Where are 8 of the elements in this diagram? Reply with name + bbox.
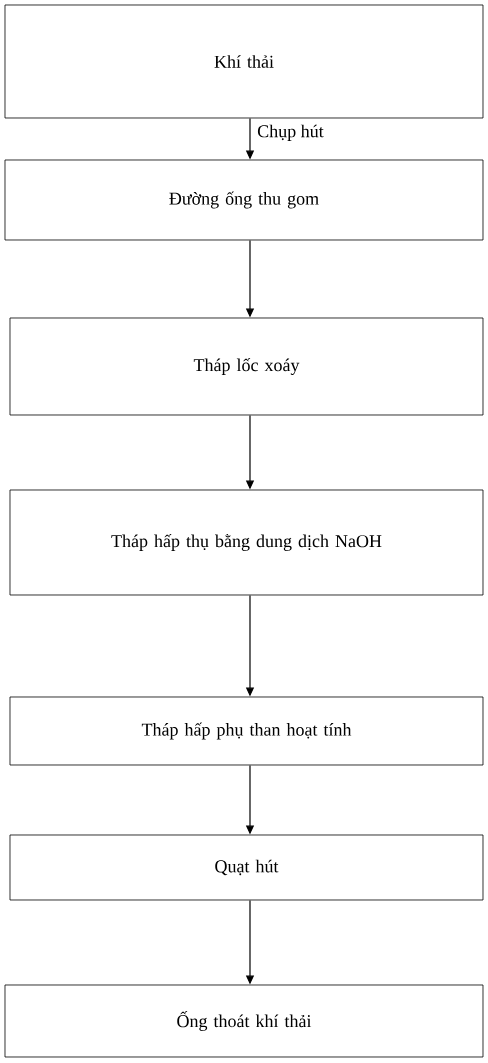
process-box: Tháp hấp phụ than hoạt tính <box>9 696 484 766</box>
process-box: Đường ống thu gom <box>4 159 484 241</box>
process-box: Tháp hấp thụ bằng dung dịch NaOH <box>9 489 484 596</box>
process-box: Ống thoát khí thải <box>4 984 484 1058</box>
process-box: Khí thải <box>4 4 484 119</box>
edge-label: Chụp hút <box>256 123 325 142</box>
process-box: Tháp lốc xoáy <box>9 317 484 416</box>
process-box: Quạt hút <box>9 834 484 901</box>
